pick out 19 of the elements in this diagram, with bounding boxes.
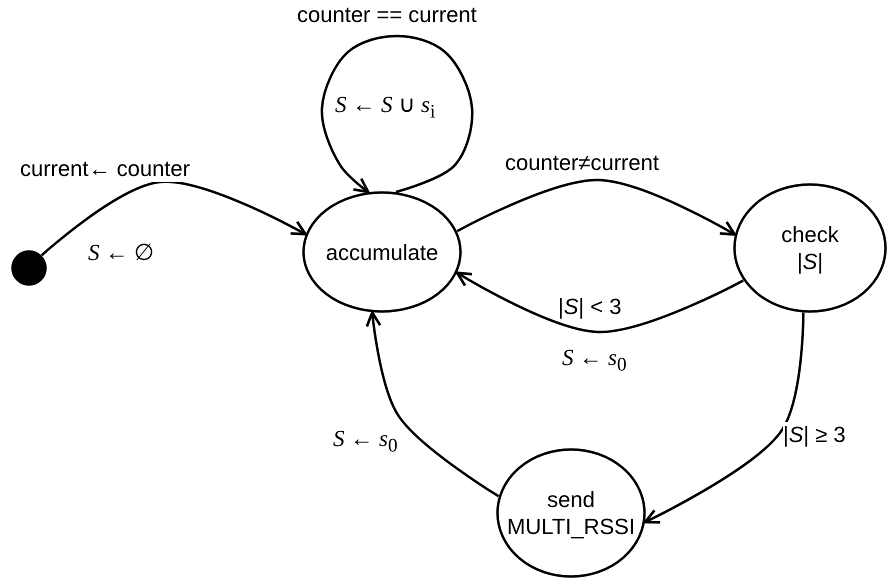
state-ellipse <box>302 191 462 313</box>
action-label: S ← ∅ <box>88 240 154 266</box>
state-label: |S| <box>796 248 824 275</box>
action-label: S ← s$_{0}$ <box>562 345 627 378</box>
state-label: send MULTI_RSSI <box>506 486 636 540</box>
action-label: S ← S ∪ s$_{i}$ <box>335 92 436 125</box>
transition-arrow <box>366 311 500 498</box>
state-label: check <box>781 221 839 248</box>
transition-arrow <box>320 34 474 194</box>
state-ellipse <box>496 448 646 578</box>
transition-arrow <box>456 272 744 334</box>
transition-arrow <box>40 180 307 256</box>
state-label: accumulate <box>326 238 438 266</box>
state-ellipse <box>733 183 887 313</box>
transition-arrow <box>644 312 805 524</box>
edge-label: |S| ≥ 3 <box>783 422 846 448</box>
initial-state-dot <box>11 250 47 286</box>
transition-arrow <box>456 178 736 236</box>
action-label: S ← s$_{0}$ <box>333 426 398 459</box>
